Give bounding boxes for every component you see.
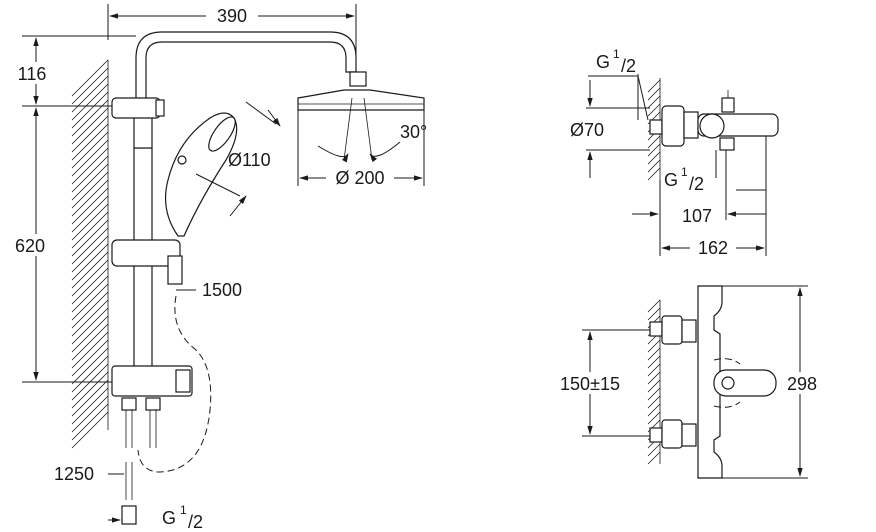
supply-nut-left [121, 397, 137, 411]
front-nut-bottom [681, 423, 697, 447]
supply-nut-right [145, 397, 161, 411]
thread-label-top-sub: /2 [621, 56, 636, 76]
mixer-side-view: G 1 /2 Ø70 G 1 /2 107 162 [570, 47, 779, 258]
head-shower [297, 71, 425, 111]
front-spout [713, 369, 777, 397]
hand-shower-button [177, 155, 187, 165]
diverter-knob [175, 369, 191, 393]
thread-label-top-sup: 1 [613, 47, 620, 61]
front-eccentric-top [661, 315, 683, 345]
thread-label-bottom-sup: 1 [180, 503, 187, 517]
shower-hose [137, 295, 212, 473]
head-shower-joint [349, 71, 367, 87]
shower-rail [133, 147, 153, 389]
hand-shower-diameter-label: Ø110 [228, 150, 271, 170]
thread-label-mid-sup: 1 [681, 165, 688, 179]
thread-label-mid-sub: /2 [689, 174, 704, 194]
head-shower-diameter-label: Ø 200 [335, 168, 384, 188]
thread-label-bottom: G 1 /2 [162, 503, 203, 532]
front-mixer-body [697, 285, 723, 479]
spray-angle-label: 30° [400, 122, 427, 142]
front-diverter [721, 376, 735, 390]
mixer-front-view: 150±15 298 [552, 285, 822, 479]
wall-hatching-left [71, 59, 109, 449]
diverter-body [111, 365, 193, 397]
hose-length-label: 1500 [202, 280, 242, 300]
extension-length-label: 1250 [54, 464, 94, 484]
hand-shower [165, 112, 238, 237]
extension-nut [121, 505, 137, 525]
thread-label-bottom-main: G [162, 508, 176, 528]
front-wall-nut-bottom [649, 427, 663, 443]
head-shower-plate [297, 89, 425, 111]
rail-height-label: 620 [15, 236, 45, 256]
side-nut [683, 111, 699, 139]
mixer-height-label: 298 [787, 374, 817, 394]
mixer-pipe-diameter-label: Ø70 [570, 120, 604, 140]
front-nut-top [681, 319, 697, 343]
overhead-arm [135, 31, 357, 101]
arm-width-label: 390 [217, 6, 247, 26]
slider-holder [111, 239, 181, 267]
side-outlet [719, 137, 735, 151]
thread-label-top: G 1 /2 [596, 47, 636, 76]
bracket-knob [155, 99, 165, 117]
hose-connector [167, 255, 183, 285]
thread-label-mid-main: G [664, 170, 678, 190]
connection-spacing-label: 150±15 [560, 374, 620, 394]
thread-label-top-main: G [596, 52, 610, 72]
side-diverter [721, 97, 735, 113]
side-spout [699, 113, 725, 139]
thread-label-mid: G 1 /2 [664, 165, 704, 194]
supply-connections [121, 397, 161, 525]
side-wall-nut [649, 119, 663, 135]
mixer-depth-162-label: 162 [698, 238, 728, 258]
wall-bracket-top [111, 97, 161, 119]
mixer-depth-107-label: 107 [682, 206, 712, 226]
shower-system-view: 390 116 620 Ø110 Ø 200 30° 1500 [8, 4, 427, 532]
front-wall-nut-top [649, 321, 663, 337]
thread-label-bottom-sub: /2 [188, 512, 203, 532]
side-eccentric [661, 105, 685, 147]
hand-shower-face [208, 116, 236, 152]
top-height-label: 116 [18, 64, 47, 84]
front-eccentric-bottom [661, 419, 683, 449]
